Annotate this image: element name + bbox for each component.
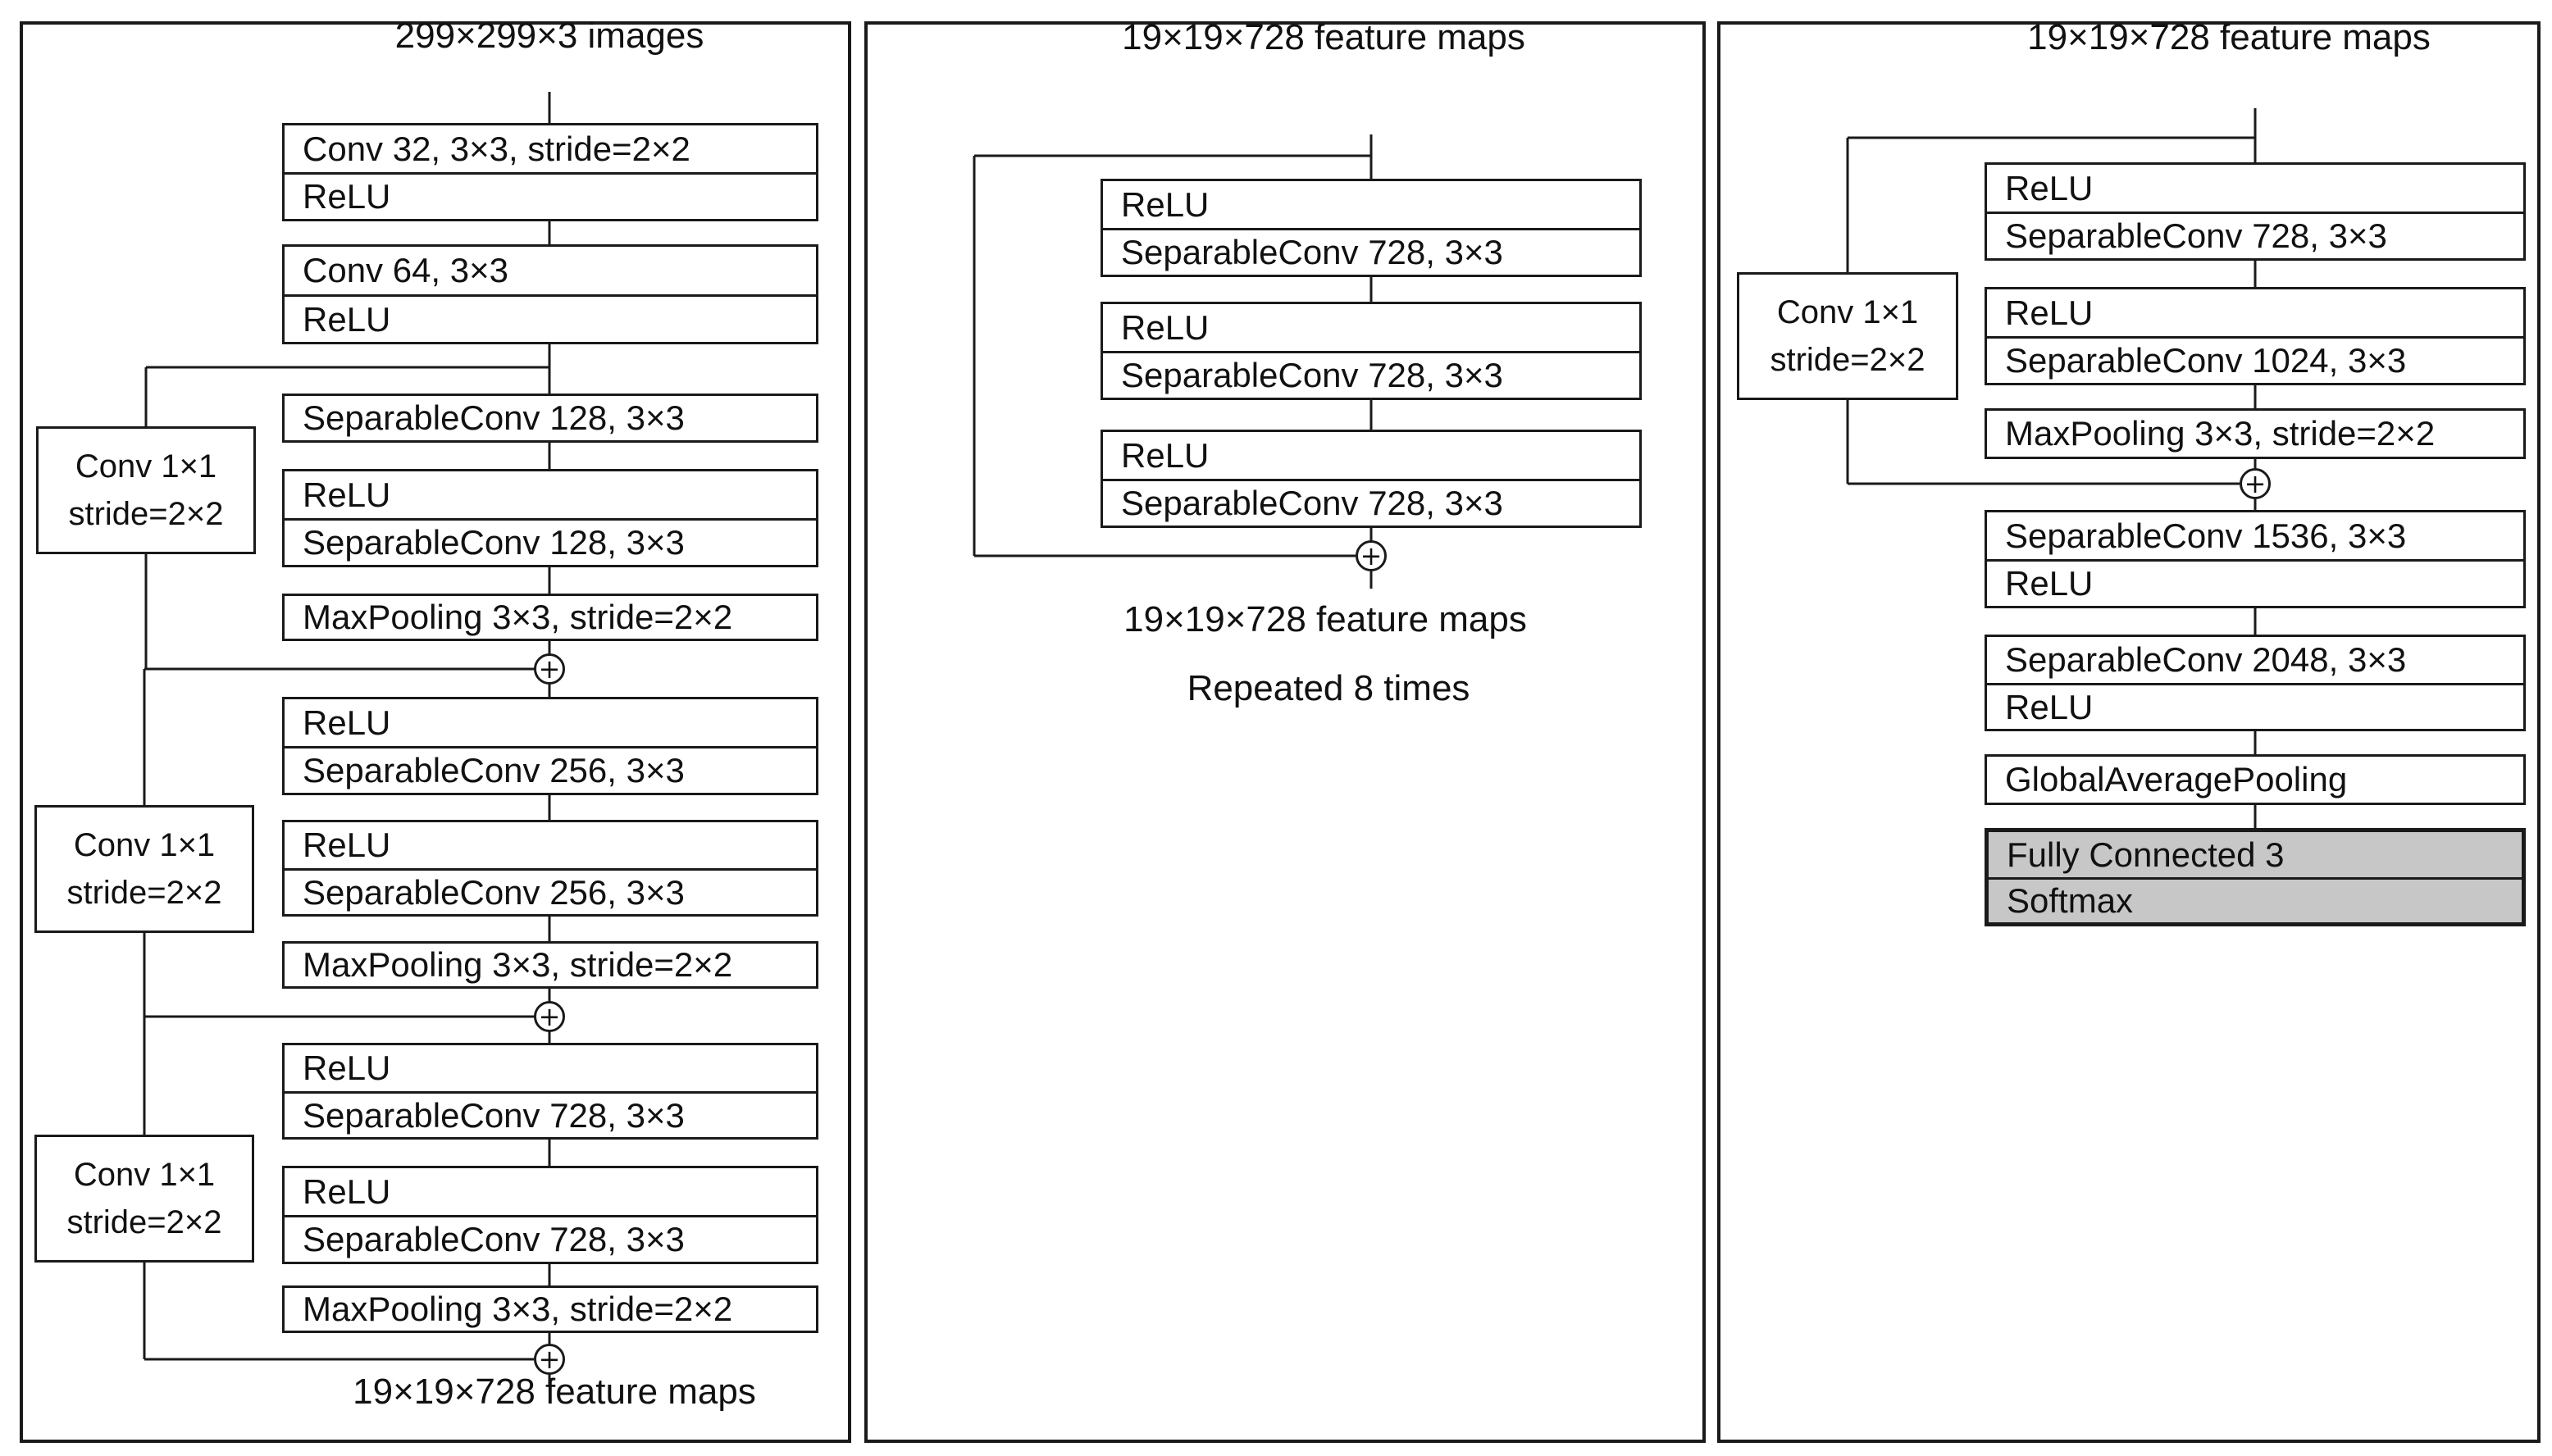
layer-block: ReLU SeparableConv 256, 3×3 bbox=[282, 697, 818, 795]
layer-label: ReLU bbox=[1121, 307, 1210, 347]
repeat-count-label: Repeated 8 times bbox=[1187, 668, 1470, 708]
shortcut-conv-label: stride=2×2 bbox=[1770, 342, 1925, 378]
layer-label: ReLU bbox=[285, 172, 816, 219]
layer-block: MaxPooling 3×3, stride=2×2 bbox=[282, 594, 818, 641]
layer-label: ReLU bbox=[1987, 559, 2523, 606]
layer-block: ReLU SeparableConv 1024, 3×3 bbox=[1985, 287, 2526, 385]
shortcut-conv-label: Conv 1×1 bbox=[73, 827, 216, 863]
layer-block: ReLU SeparableConv 728, 3×3 bbox=[282, 1166, 818, 1264]
shortcut-conv-label: Conv 1×1 bbox=[75, 448, 217, 485]
shortcut-conv-label: Conv 1×1 bbox=[1776, 294, 1919, 330]
layer-label: SeparableConv 728, 3×3 bbox=[1103, 228, 1639, 275]
layer-label: SeparableConv 728, 3×3 bbox=[1103, 351, 1639, 398]
layer-label: ReLU bbox=[2005, 168, 2094, 207]
middle-output-label: 19×19×728 feature maps bbox=[1123, 599, 1527, 639]
layer-label: MaxPooling 3×3, stride=2×2 bbox=[303, 945, 733, 984]
layer-label: MaxPooling 3×3, stride=2×2 bbox=[303, 598, 733, 636]
add-junction-icon: + bbox=[534, 653, 565, 685]
layer-label: ReLU bbox=[1987, 683, 2523, 729]
layer-label: SeparableConv 128, 3×3 bbox=[285, 518, 816, 565]
layer-block: MaxPooling 3×3, stride=2×2 bbox=[282, 1285, 818, 1333]
add-junction-icon: + bbox=[534, 1344, 565, 1375]
layer-label: ReLU bbox=[2005, 293, 2094, 332]
layer-label: Softmax bbox=[1989, 877, 2522, 922]
layer-label: ReLU bbox=[1121, 435, 1210, 475]
layer-label: SeparableConv 728, 3×3 bbox=[1103, 479, 1639, 526]
layer-label: ReLU bbox=[303, 1172, 391, 1211]
layer-block: MaxPooling 3×3, stride=2×2 bbox=[1985, 408, 2526, 459]
layer-label: GlobalAveragePooling bbox=[2005, 760, 2348, 799]
layer-label: SeparableConv 1536, 3×3 bbox=[2005, 516, 2407, 555]
layer-label: SeparableConv 728, 3×3 bbox=[1987, 212, 2523, 258]
layer-block: ReLU SeparableConv 128, 3×3 bbox=[282, 469, 818, 567]
layer-label: ReLU bbox=[303, 1049, 391, 1087]
layer-label: SeparableConv 256, 3×3 bbox=[285, 868, 816, 914]
layer-block: MaxPooling 3×3, stride=2×2 bbox=[282, 941, 818, 989]
layer-label: ReLU bbox=[303, 703, 391, 742]
shortcut-conv-box: Conv 1×1 stride=2×2 bbox=[34, 1135, 254, 1263]
layer-label: MaxPooling 3×3, stride=2×2 bbox=[2005, 414, 2436, 453]
layer-block: ReLU SeparableConv 256, 3×3 bbox=[282, 820, 818, 917]
layer-label: SeparableConv 2048, 3×3 bbox=[2005, 640, 2407, 679]
layer-label: SeparableConv 256, 3×3 bbox=[285, 746, 816, 793]
layer-label: SeparableConv 1024, 3×3 bbox=[1987, 336, 2523, 383]
layer-label: SeparableConv 128, 3×3 bbox=[303, 398, 685, 437]
add-junction-icon: + bbox=[2240, 468, 2271, 499]
layer-block: ReLU SeparableConv 728, 3×3 bbox=[1985, 162, 2526, 261]
layer-label: Conv 64, 3×3 bbox=[303, 251, 509, 289]
add-junction-icon: + bbox=[1356, 540, 1387, 571]
exit-input-label: 19×19×728 feature maps bbox=[2027, 17, 2431, 57]
shortcut-conv-label: Conv 1×1 bbox=[73, 1157, 216, 1193]
shortcut-conv-box: Conv 1×1 stride=2×2 bbox=[36, 426, 256, 554]
layer-label: SeparableConv 728, 3×3 bbox=[285, 1091, 816, 1137]
layer-block: GlobalAveragePooling bbox=[1985, 754, 2526, 805]
layer-block: SeparableConv 128, 3×3 bbox=[282, 394, 818, 443]
layer-label: Conv 32, 3×3, stride=2×2 bbox=[303, 129, 690, 168]
shortcut-conv-box: Conv 1×1 stride=2×2 bbox=[34, 805, 254, 933]
layer-label: ReLU bbox=[303, 826, 391, 864]
layer-label: ReLU bbox=[303, 475, 391, 514]
layer-label: MaxPooling 3×3, stride=2×2 bbox=[303, 1290, 733, 1328]
entry-output-label: 19×19×728 feature maps bbox=[353, 1372, 756, 1412]
layer-block: ReLU SeparableConv 728, 3×3 bbox=[282, 1043, 818, 1140]
shortcut-conv-box: Conv 1×1 stride=2×2 bbox=[1737, 272, 1958, 400]
entry-input-label: 299×299×3 images bbox=[394, 16, 704, 56]
shortcut-conv-label: stride=2×2 bbox=[68, 496, 224, 532]
shortcut-conv-label: stride=2×2 bbox=[66, 1204, 222, 1240]
layer-label: Fully Connected 3 bbox=[2007, 835, 2285, 874]
layer-label: ReLU bbox=[1121, 184, 1210, 224]
middle-input-label: 19×19×728 feature maps bbox=[1122, 17, 1525, 57]
layer-label: SeparableConv 728, 3×3 bbox=[285, 1215, 816, 1262]
shortcut-conv-label: stride=2×2 bbox=[66, 875, 222, 911]
add-junction-icon: + bbox=[534, 1001, 565, 1032]
layer-label: ReLU bbox=[285, 294, 816, 342]
